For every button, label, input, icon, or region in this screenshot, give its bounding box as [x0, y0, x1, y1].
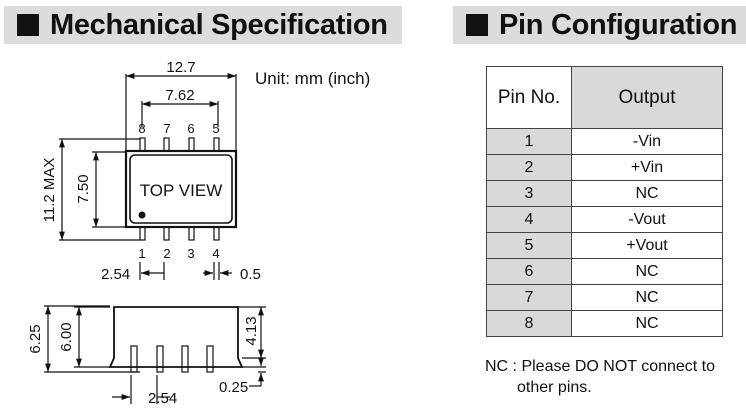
pin-number-cell: 4: [486, 206, 572, 233]
nc-note-line2: other pins.: [517, 379, 592, 396]
pin-output-cell: NC: [571, 180, 723, 207]
pin-label-top: 5: [212, 121, 219, 136]
mechanical-spec-title: Mechanical Specification: [50, 8, 388, 41]
table-row: 4-Vout: [486, 206, 723, 233]
pin-number-cell: 8: [486, 310, 572, 337]
pin-number-cell: 5: [486, 232, 572, 259]
table-row: 5+Vout: [486, 232, 723, 259]
dim-overall-width: 12.7: [166, 59, 195, 76]
pin-output-cell: NC: [571, 310, 723, 337]
black-square-icon: [17, 14, 39, 36]
black-square-icon: [466, 14, 488, 36]
pin1-marker-dot: [138, 211, 146, 219]
pin-output-cell: +Vin: [571, 154, 723, 181]
pin-label-bottom: 1: [138, 246, 145, 261]
dim-side-total-height: 6.25: [27, 324, 44, 353]
pin-output-cell: -Vout: [571, 206, 723, 233]
table-header-row: Pin No. Output: [486, 66, 723, 129]
pin-number-cell: 2: [486, 154, 572, 181]
dim-body-length: 7.50: [75, 174, 92, 203]
nc-note-line1: NC : Please DO NOT connect to: [485, 358, 716, 375]
nc-note: NC : Please DO NOT connect to other pins…: [485, 356, 715, 398]
pin-config-header: Pin Configuration: [453, 6, 746, 44]
pin-label-top: 7: [163, 121, 170, 136]
mechanical-spec-header: Mechanical Specification: [4, 6, 402, 44]
column-header-output: Output: [571, 66, 723, 129]
pin-config-title: Pin Configuration: [499, 8, 738, 41]
pin-output-cell: -Vin: [571, 128, 723, 155]
pin-number-cell: 6: [486, 258, 572, 285]
pin-number-cell: 7: [486, 284, 572, 311]
pin-label-top: 6: [187, 121, 194, 136]
top-view-label: TOP VIEW: [140, 181, 223, 200]
dim-standoff-height: 4.13: [243, 316, 260, 345]
pin-output-cell: +Vout: [571, 232, 723, 259]
dim-max-length: 11.2 MAX: [41, 158, 58, 223]
pin-label-bottom: 4: [212, 246, 219, 261]
dim-pin-pitch: 2.54: [101, 266, 130, 283]
pin-output-cell: NC: [571, 284, 723, 311]
dim-pin-row-span: 7.62: [165, 87, 194, 104]
table-row: 1-Vin: [486, 128, 723, 155]
dim-pin-thickness: 0.25: [219, 379, 248, 396]
column-header-pin-no: Pin No.: [486, 66, 572, 129]
dim-side-pin-pitch: 2.54: [148, 390, 177, 407]
pin-number-cell: 3: [486, 180, 572, 207]
dim-side-body-height: 6.00: [58, 322, 75, 351]
pin-label-bottom: 2: [163, 246, 170, 261]
pin-label-bottom: 3: [187, 246, 194, 261]
unit-note: Unit: mm (inch): [255, 69, 370, 88]
table-row: 2+Vin: [486, 154, 723, 181]
dim-pin-width: 0.5: [240, 266, 261, 283]
pin-output-cell: NC: [571, 258, 723, 285]
pin-label-top: 8: [138, 121, 145, 136]
pin-number-cell: 1: [486, 128, 572, 155]
